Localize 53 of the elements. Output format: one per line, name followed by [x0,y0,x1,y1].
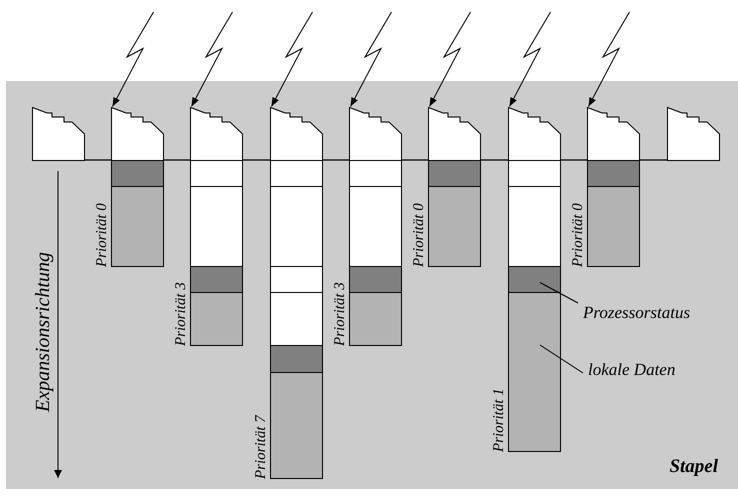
leader-line [540,344,584,374]
priority-label: Priorität 0 [570,203,587,267]
interrupt-arrow [588,12,630,107]
interrupt-arrow [350,12,392,107]
free-segment [508,160,561,187]
frame-header-shape [32,107,85,161]
processor-status-segment [349,266,402,293]
free-segment [270,186,323,267]
axis-label: Expansionsrichtung [32,252,54,412]
free-segment [349,186,402,267]
free-segment [190,186,243,267]
local-data-segment [428,186,481,267]
free-segment [270,160,323,187]
frame-header-shape [667,107,720,161]
local-data-segment [111,186,164,267]
priority-label: Priorität 3 [332,282,349,346]
priority-label: Priorität 1 [491,388,508,452]
local-data-segment [349,292,402,346]
free-segment [190,160,243,187]
callout-label: lokale Daten [588,359,676,381]
processor-status-segment [190,266,243,293]
interrupt-arrow [112,12,154,107]
leader-line [540,282,578,304]
frame-header-shape [190,107,243,161]
interrupt-arrow [509,12,551,107]
frame-header-shape [428,107,481,161]
frame-header-shape [270,107,323,161]
interrupt-arrow [191,12,233,107]
callout-label: Prozessorstatus [583,302,690,324]
frame-header-shape [349,107,402,161]
priority-label: Priorität 3 [173,282,190,346]
panel-title: Stapel [669,455,718,479]
frame-header-shape [111,107,164,161]
priority-label: Priorität 0 [94,203,111,267]
priority-label: Priorität 7 [253,415,270,479]
priority-label: Priorität 0 [411,203,428,267]
free-segment [508,186,561,267]
free-segment [270,292,323,346]
frame-header-shape [508,107,561,161]
local-data-segment [508,292,561,452]
processor-status-segment [270,345,323,373]
interrupt-arrow [429,12,471,107]
frame-header-shape [587,107,640,161]
processor-status-segment [508,266,561,293]
local-data-segment [190,292,243,346]
local-data-segment [270,372,323,479]
local-data-segment [587,186,640,267]
free-segment [270,266,323,293]
processor-status-segment [428,160,481,187]
processor-status-segment [587,160,640,187]
interrupt-arrow [271,12,313,107]
free-segment [349,160,402,187]
processor-status-segment [111,160,164,187]
